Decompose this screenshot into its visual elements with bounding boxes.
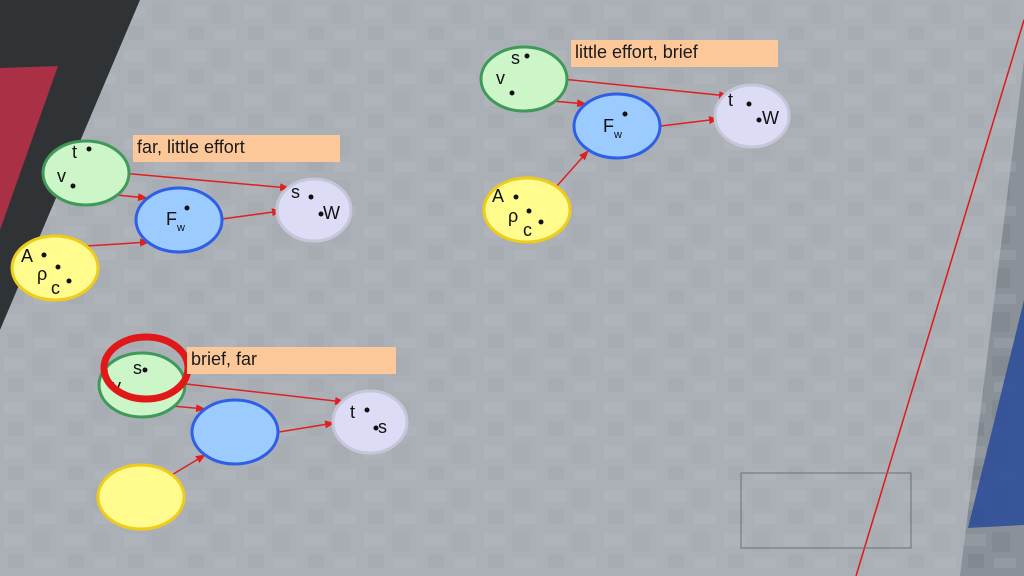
target-label-1: s — [291, 182, 300, 202]
blue-node — [572, 92, 662, 160]
diagram-left: t v F w A ρ c s W — [10, 139, 353, 302]
left-red-accent — [0, 66, 58, 230]
dot — [41, 252, 47, 258]
target-node — [275, 177, 353, 243]
blue-subscript: w — [176, 222, 185, 234]
caption-brief-far: brief, far — [187, 347, 396, 374]
dot — [318, 211, 324, 217]
dot — [70, 183, 76, 189]
arrow-yellow-to-blue — [555, 150, 589, 188]
yellow-label-3: c — [523, 220, 532, 240]
yellow-node — [10, 234, 100, 302]
dot — [524, 53, 530, 59]
dot — [526, 208, 532, 214]
right-blue-accent — [968, 300, 1024, 528]
dot — [364, 407, 370, 413]
dot — [746, 101, 752, 107]
dot — [184, 205, 190, 211]
green-label-2: v — [57, 166, 66, 186]
yellow-label-1: A — [21, 246, 33, 266]
blue-node — [134, 186, 224, 254]
dot — [86, 146, 92, 152]
green-label-1: s — [511, 48, 520, 68]
dot — [513, 194, 519, 200]
arrow-green-to-blue — [551, 99, 587, 108]
yellow-label-1: A — [492, 186, 504, 206]
dot — [509, 90, 515, 96]
yellow-label-3: c — [51, 278, 60, 298]
diagram-right: s v F w A ρ c t W — [479, 45, 791, 244]
dot — [538, 219, 544, 225]
dot — [373, 425, 379, 431]
arrow-blue-to-target — [278, 420, 335, 433]
dot — [622, 111, 628, 117]
blue-subscript: w — [613, 129, 622, 141]
dot — [142, 367, 148, 373]
red-diagonal-line — [855, 19, 1024, 576]
target-label-2: s — [378, 417, 387, 437]
yellow-label-2: ρ — [37, 264, 47, 284]
arrow-green-to-target — [109, 171, 290, 192]
blue-label: F — [166, 209, 177, 229]
arrow-yellow-to-blue — [85, 238, 150, 247]
yellow-label-2: ρ — [508, 206, 518, 226]
green-label-1: s — [133, 358, 142, 378]
arrow-green-to-target — [561, 78, 729, 100]
caption-little-effort-brief: little effort, brief — [571, 40, 778, 67]
arrow-green-to-blue — [171, 404, 206, 413]
green-label-2: v — [496, 68, 505, 88]
target-label-2: W — [323, 203, 340, 223]
target-label-1: t — [350, 402, 355, 422]
green-node — [479, 45, 569, 113]
green-label-1: t — [72, 142, 77, 162]
dot — [66, 278, 72, 284]
arrow-green-to-target — [185, 383, 345, 405]
outline-box — [740, 472, 912, 549]
arrow-blue-to-target — [221, 208, 282, 220]
dot — [308, 194, 314, 200]
target-label-2: W — [762, 108, 779, 128]
green-node — [41, 139, 131, 207]
target-label-1: t — [728, 90, 733, 110]
blue-node — [190, 398, 280, 466]
yellow-node — [96, 463, 186, 531]
target-node — [713, 83, 791, 149]
caption-far-little-effort: far, little effort — [133, 135, 340, 162]
blue-label: F — [603, 116, 614, 136]
arrow-yellow-to-blue — [169, 454, 206, 477]
dot — [756, 117, 762, 123]
arrow-blue-to-target — [660, 116, 719, 127]
target-node — [331, 389, 409, 455]
dot — [55, 264, 61, 270]
arrow-green-to-blue — [115, 193, 148, 202]
